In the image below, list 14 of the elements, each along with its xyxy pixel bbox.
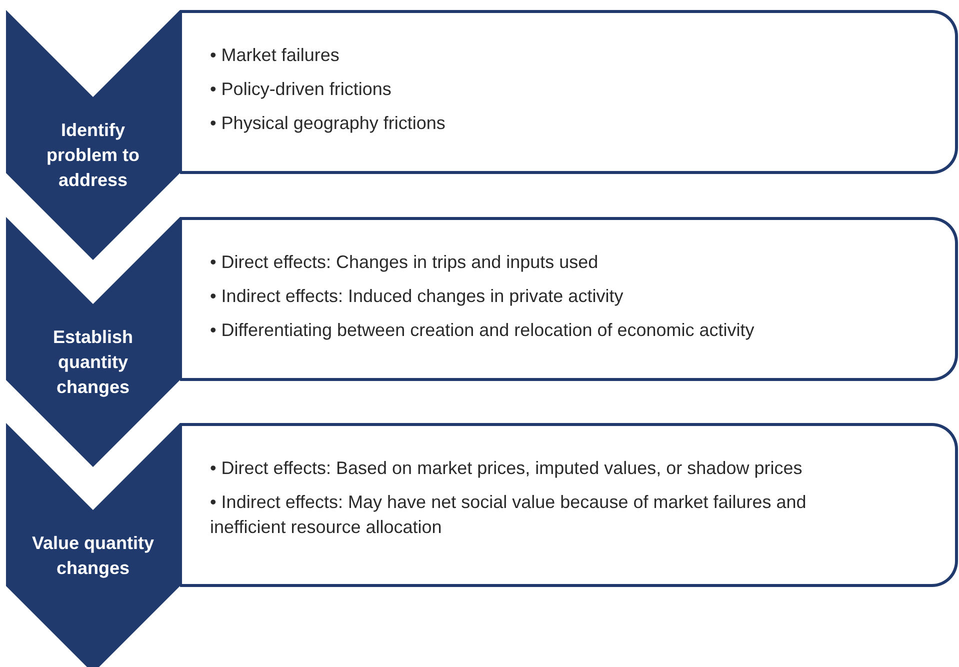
bullet-item: • Indirect effects: Induced changes in private activity xyxy=(210,285,624,308)
description-panel xyxy=(180,423,958,587)
bullet-item: • Policy-driven frictions xyxy=(210,78,392,101)
bullet-item: • Physical geography frictions xyxy=(210,112,446,135)
bullet-item: • Direct effects: Based on market prices, imputed values, or shadow prices xyxy=(210,457,804,480)
bullet-item: • Differentiating between creation and relocation of economic activity xyxy=(210,319,756,342)
step-label: Establish quantity changes xyxy=(52,326,134,399)
bullet-item: • Market failures xyxy=(210,44,340,67)
description-panel xyxy=(180,10,958,174)
bullet-item: • Indirect effects: May have net social value because of market failures and inefficient resource allocation xyxy=(210,491,808,539)
description-panel xyxy=(180,217,958,381)
step-label: Identify problem to address xyxy=(46,119,140,192)
step-label: Value quantity changes xyxy=(30,532,156,580)
bullet-item: • Direct effects: Changes in trips and inputs used xyxy=(210,251,600,274)
